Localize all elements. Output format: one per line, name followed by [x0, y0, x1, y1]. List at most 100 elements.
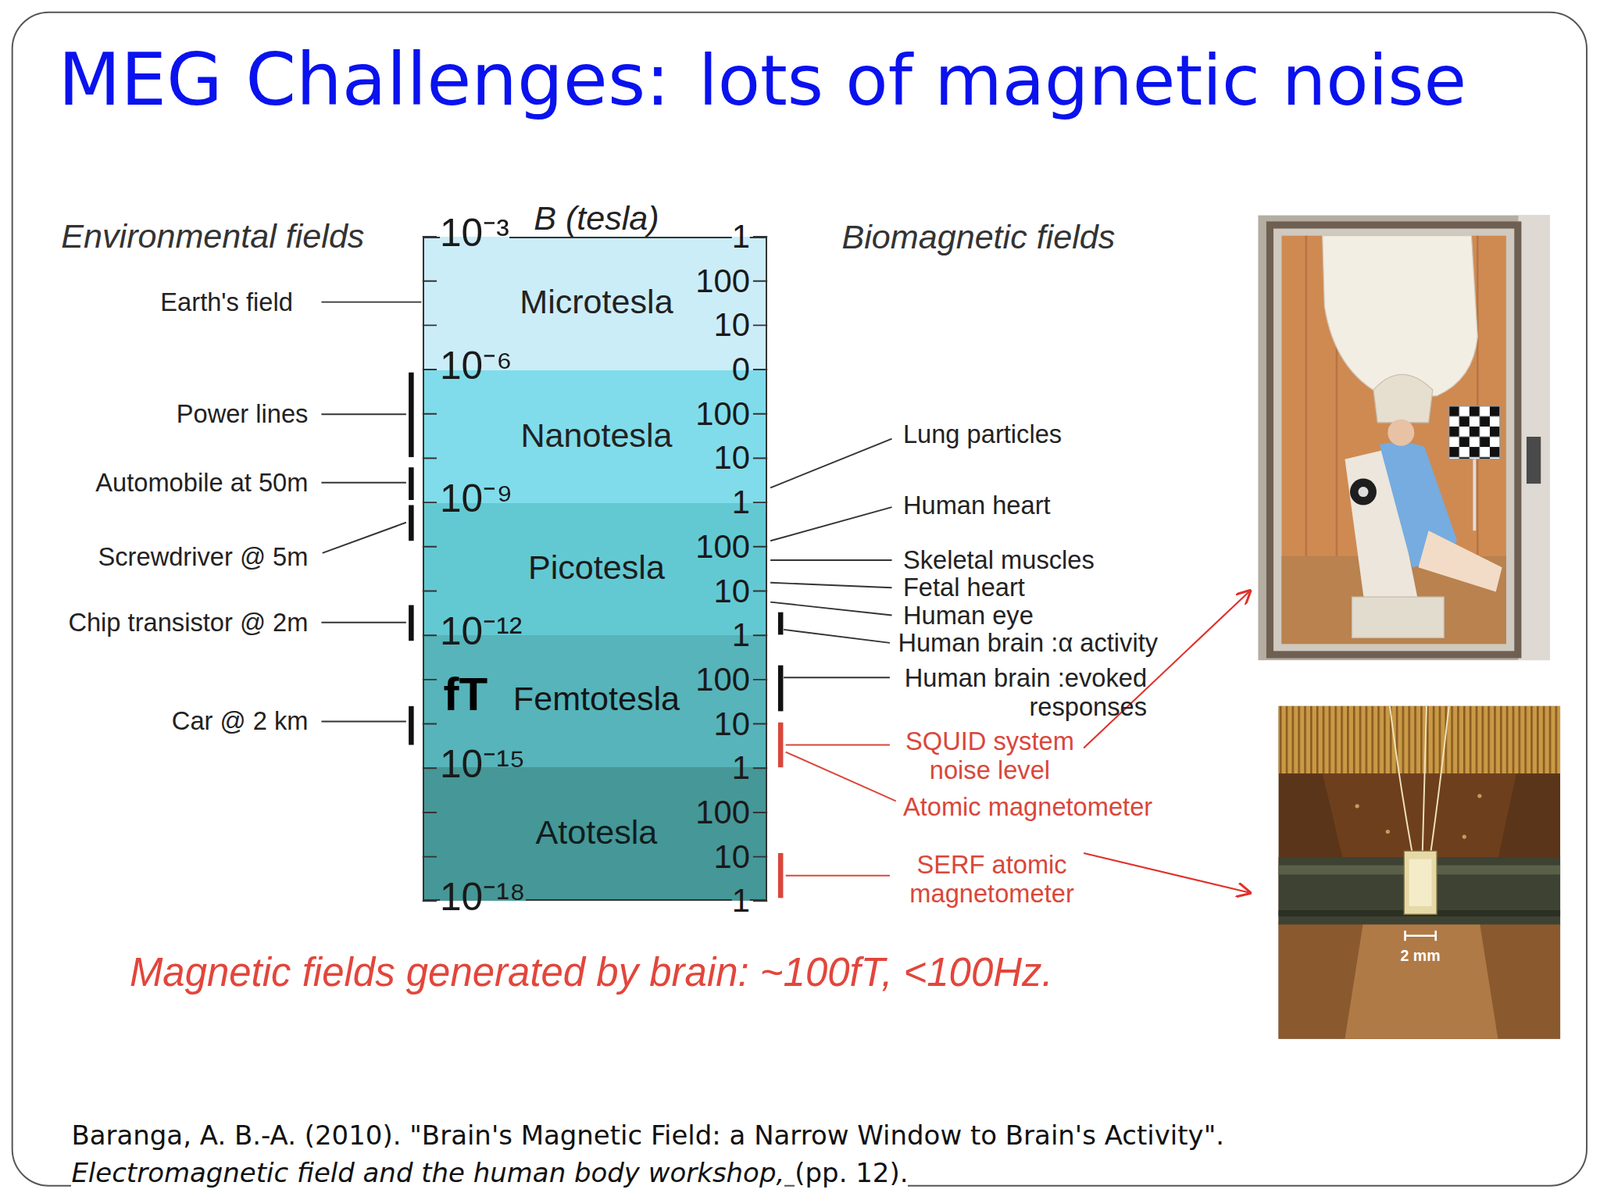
- scale-number: 100: [695, 395, 750, 433]
- unit-abbrev-holder: fT: [443, 667, 489, 722]
- scale-number-holder: 10: [714, 838, 751, 876]
- range-bar: [408, 467, 415, 500]
- citation-text-holder: (pp. 12).: [794, 1158, 908, 1190]
- side-heading-holder: Biomagnetic fields: [842, 218, 1116, 258]
- source-label: Human brain :evoked responses: [896, 663, 1147, 722]
- scale-number-holder: 100: [695, 528, 750, 566]
- scale-number-holder: 10: [714, 571, 751, 610]
- unit-abbrev: fT: [443, 667, 489, 722]
- range-bar: [408, 372, 415, 458]
- chair-base: [1352, 596, 1445, 638]
- meg-room-photo: [1257, 215, 1550, 661]
- scale-number-holder: 10: [714, 705, 751, 743]
- range-bar: [778, 665, 784, 712]
- scale-number-holder: 10: [714, 306, 751, 344]
- decade-label-holder: 10⁻¹⁵: [439, 742, 525, 788]
- band-label: Microtesla: [519, 283, 673, 323]
- scale-number-holder: 10: [714, 439, 751, 477]
- room-wall: [1281, 235, 1506, 644]
- leader-line: [770, 582, 892, 589]
- range-bar: [778, 722, 784, 768]
- side-heading: Biomagnetic fields: [842, 218, 1116, 258]
- leader-line: [321, 413, 406, 415]
- source-label-holder: Earth's field: [160, 287, 293, 318]
- scale-number-holder: 1: [732, 749, 750, 787]
- range-bar: [408, 605, 415, 642]
- tick-marks: [422, 236, 437, 901]
- summary-note-holder: Magnetic fields generated by brain: ~100…: [129, 949, 1054, 996]
- range-bar: [408, 706, 415, 746]
- citation-text-holder: Baranga, A. B.-A. (2010). "Brain's Magne…: [71, 1120, 1225, 1151]
- sensor-label: SQUID system noise level: [887, 726, 1092, 786]
- band-label-holder: Femtotesla: [513, 679, 680, 719]
- sensor-photo: [1278, 706, 1561, 1040]
- source-label-holder: Fetal heart: [903, 573, 1025, 604]
- citation-text: Electromagnetic field and the human body…: [71, 1158, 785, 1190]
- door-latch: [1526, 436, 1541, 484]
- scale-number-holder: 100: [695, 395, 750, 433]
- leader-line: [321, 301, 422, 304]
- tick-marks: [753, 236, 768, 901]
- source-label: Skeletal muscles: [903, 545, 1095, 575]
- scale-bar: [1405, 930, 1436, 941]
- source-label-holder: Skeletal muscles: [903, 545, 1095, 575]
- photo-stand: [1344, 922, 1498, 1040]
- source-label: Lung particles: [903, 420, 1062, 450]
- decade-label: 10⁻¹⁸: [439, 875, 526, 921]
- band-label-holder: Nanotesla: [520, 416, 672, 456]
- citation-text: (pp. 12).: [794, 1158, 908, 1190]
- slide-title-holder: MEG Challenges:: [57, 38, 670, 122]
- board-speck: [1385, 829, 1390, 834]
- source-label-holder: Screwdriver @ 5m: [98, 542, 309, 572]
- axis-title-holder: B (tesla): [533, 199, 659, 239]
- source-label-holder: Chip transistor @ 2m: [67, 607, 308, 638]
- sensor-label: SERF atomic magnetometer: [894, 850, 1089, 909]
- scale-number: 100: [695, 660, 750, 699]
- vapor-cell: [1403, 850, 1437, 915]
- door-frame: [1266, 221, 1522, 658]
- scale-number: 1: [732, 882, 750, 920]
- meg-gantry: [1322, 235, 1479, 397]
- scale-number-holder: 1: [732, 217, 750, 256]
- scale-number: 10: [714, 571, 751, 610]
- leader-line: [785, 875, 890, 877]
- source-label-holder: Automobile at 50m: [95, 467, 308, 498]
- door-frame: [1273, 228, 1515, 652]
- sensor-label: Atomic magnetometer: [903, 792, 1153, 822]
- scale-number: 100: [695, 793, 750, 832]
- source-label: Power lines: [176, 400, 309, 430]
- decade-label-holder: 10⁻⁹: [439, 477, 513, 522]
- leader-line: [321, 720, 406, 722]
- source-label: Automobile at 50m: [95, 467, 308, 498]
- scale-number-holder: 1: [732, 882, 750, 920]
- scale-number: 10: [714, 705, 751, 743]
- photo-wall: [1518, 215, 1550, 661]
- scale-number: 10: [714, 439, 751, 477]
- checkerboard: [1449, 406, 1500, 460]
- scale-bar-label-holder: 2 mm: [1400, 946, 1441, 965]
- source-label: Chip transistor @ 2m: [67, 607, 308, 638]
- scale-bar-label: 2 mm: [1400, 946, 1441, 965]
- pointer-arrow: [1083, 853, 1250, 893]
- band-label: Picotesla: [528, 548, 665, 588]
- circuit-board: [1322, 773, 1517, 860]
- range-bar: [408, 505, 415, 542]
- source-label-holder: Human eye: [903, 600, 1034, 631]
- photo-base: [1278, 922, 1561, 1040]
- photo-wall: [1257, 215, 1550, 661]
- decade-label-holder: 10⁻³: [439, 211, 510, 257]
- band-label: Atotesla: [535, 813, 658, 853]
- patient-legs: [1418, 530, 1503, 592]
- sensor-label-holder: SQUID system noise level: [887, 726, 1092, 786]
- leader-line: [770, 559, 892, 561]
- leader-line: [785, 743, 890, 746]
- chair-wheel: [1350, 478, 1377, 506]
- vapor-cell: [1409, 859, 1433, 907]
- range-bar: [778, 612, 784, 636]
- scale-number: 10: [714, 306, 751, 344]
- leader-line: [770, 602, 892, 616]
- source-label-holder: Power lines: [176, 400, 309, 430]
- citation-text-holder: Electromagnetic field and the human body…: [71, 1158, 785, 1190]
- leader-line: [770, 439, 892, 489]
